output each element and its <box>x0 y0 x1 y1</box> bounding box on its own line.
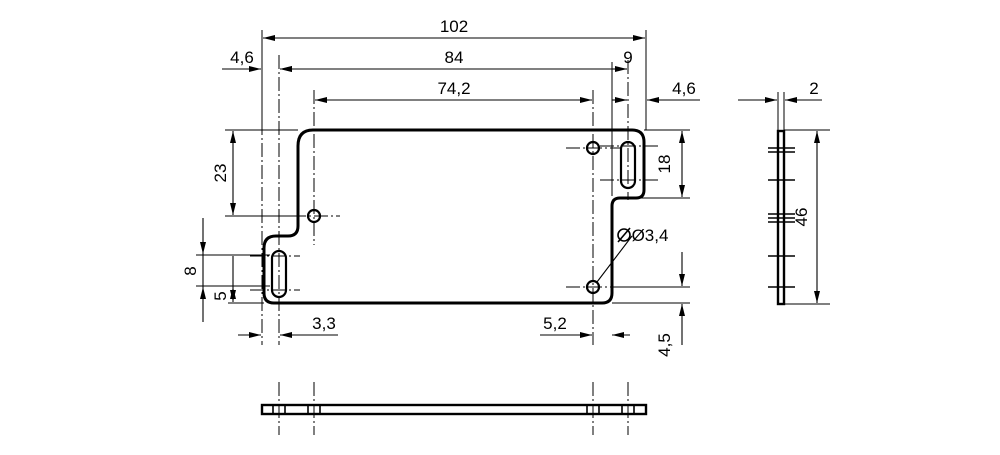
front-view <box>250 55 660 345</box>
dim-side-height: 46 <box>792 131 820 303</box>
extension-lines <box>196 30 690 304</box>
dim-side-thickness: 2 <box>738 79 822 103</box>
dim-102-label: 102 <box>440 17 468 36</box>
dim-right-offset: 4,6 <box>612 79 700 103</box>
dim-18-label: 18 <box>655 155 674 174</box>
dim-52-label: 5,2 <box>543 314 567 333</box>
dim-right-offset-label: 4,6 <box>672 79 696 98</box>
side-view <box>768 92 830 306</box>
dim-diameter-label: Ø3,4 <box>632 226 669 245</box>
dim-2-label: 2 <box>809 79 818 98</box>
dim-33-label: 3,3 <box>312 314 336 333</box>
dim-right-bottom: 5,2 <box>540 314 630 338</box>
dim-hole-spacing-inner: 74,2 <box>315 79 592 103</box>
dim-84-label: 84 <box>445 48 464 67</box>
dim-left-offset: 4,6 <box>222 48 300 72</box>
dim-upper-step: 23 <box>211 131 236 215</box>
dim-left-bottom: 3,3 <box>238 314 338 338</box>
bottom-view <box>260 382 648 435</box>
dim-slot-length: 8 <box>181 218 206 322</box>
dim-hole-spacing-outer: 84 <box>280 48 627 72</box>
hole-diameter-callout: Ø3,4 <box>596 226 669 283</box>
dim-8-label: 8 <box>181 266 200 275</box>
bottom-plate <box>260 403 648 416</box>
dim-742-label: 74,2 <box>437 79 470 98</box>
dim-slot-lower: 5 <box>211 256 236 302</box>
dim-left-offset-label: 4,6 <box>230 48 254 67</box>
side-hole-marks <box>768 147 795 288</box>
dim-23-label: 23 <box>211 164 230 183</box>
dim-45-label: 4,5 <box>655 333 674 357</box>
dim-5-label: 5 <box>211 291 230 300</box>
diameter-symbol <box>617 228 631 242</box>
dim-overall-length: 102 <box>263 17 645 41</box>
dim-bottom-height: 4,5 <box>655 252 685 357</box>
dim-right-slot-length: 18 <box>655 131 685 197</box>
dim-9-label: 9 <box>623 48 632 67</box>
dim-right-slot-offset: 9 <box>612 48 633 70</box>
dim-46-label: 46 <box>792 208 811 227</box>
plate-outline <box>262 128 646 305</box>
